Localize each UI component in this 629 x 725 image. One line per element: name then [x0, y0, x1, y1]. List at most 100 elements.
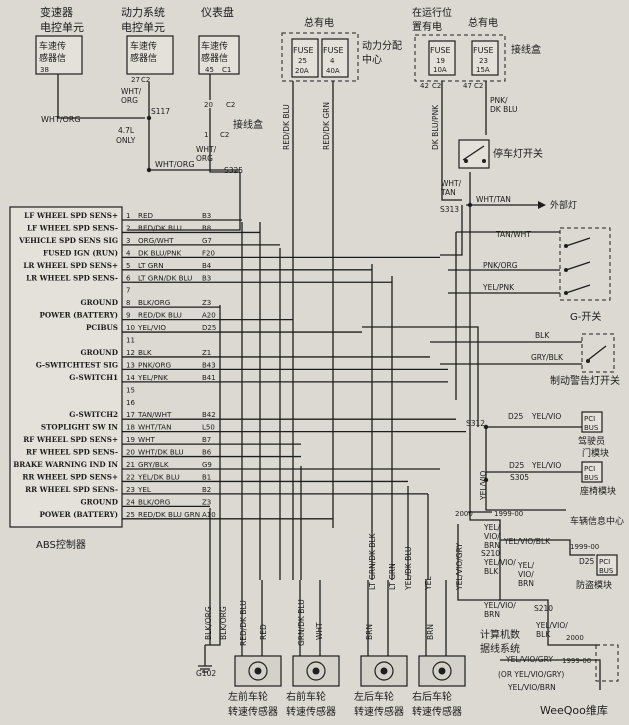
abs-pin-number: 18: [126, 424, 135, 432]
abs-controller-title: ABS控制器: [36, 538, 86, 551]
svg-text:仪表盘: 仪表盘: [201, 5, 234, 19]
abs-pin-function: GROUND: [81, 298, 118, 307]
svg-text:制动警告灯开关: 制动警告灯开关: [550, 374, 620, 387]
svg-text:WHT/: WHT/: [196, 145, 217, 154]
svg-text:停车灯开关: 停车灯开关: [493, 147, 543, 160]
svg-text:YEL/PNK: YEL/PNK: [482, 283, 515, 292]
svg-text:BUS: BUS: [599, 567, 614, 575]
svg-text:ONLY: ONLY: [116, 136, 136, 145]
abs-pin-number: 16: [126, 399, 135, 407]
abs-pin-circuit: B3: [202, 212, 211, 220]
abs-pin-wire-color: ORG/WHT: [138, 236, 174, 245]
abs-pin-function: G-SWITCH2: [69, 410, 118, 419]
abs-pin-circuit: Z1: [202, 349, 211, 357]
svg-text:YEL/VIO/BLK: YEL/VIO/BLK: [503, 537, 551, 546]
svg-text:FUSE: FUSE: [323, 46, 344, 55]
abs-pin-circuit: B2: [202, 486, 211, 494]
svg-text:WHT/: WHT/: [441, 179, 462, 188]
abs-pin-circuit: A10: [202, 511, 216, 519]
svg-text:25: 25: [298, 57, 307, 65]
abs-pin-wire-color: YEL: [137, 485, 151, 494]
svg-text:车速传: 车速传: [39, 40, 66, 52]
abs-pin-wire-color: YEL/PNK: [137, 373, 168, 382]
abs-controller-box: [9, 206, 123, 528]
svg-text:D25: D25: [579, 557, 595, 566]
svg-text:RED/DK BLU: RED/DK BLU: [239, 600, 248, 646]
svg-text:驾驶员: 驾驶员: [578, 435, 605, 447]
abs-pin-function: LF WHEEL SPD SENS-: [27, 223, 118, 232]
brake-warning-switch: BLK GRY/BLK 制动警告灯开关: [430, 331, 620, 387]
abs-pin-wire-color: DK BLU/PNK: [138, 248, 182, 257]
svg-text:座椅模块: 座椅模块: [580, 485, 616, 497]
svg-text:C1: C1: [222, 66, 231, 74]
svg-text:1999-00: 1999-00: [562, 657, 591, 665]
svg-text:总有电: 总有电: [304, 16, 334, 29]
abs-pin-number: 7: [126, 287, 130, 295]
svg-text:45: 45: [205, 66, 214, 74]
sensor-name: 左前车轮: [228, 690, 268, 703]
abs-pin-number: 3: [126, 237, 130, 245]
svg-text:BLK: BLK: [535, 331, 550, 340]
abs-pin-rows: LF WHEEL SPD SENS+ 1 RED B3 LF WHEEL SPD SEN…: [13, 211, 466, 520]
abs-pin-number: 25: [126, 511, 135, 519]
abs-pin-wire-color: GRY/BLK: [138, 460, 169, 469]
svg-text:BRN: BRN: [518, 579, 534, 588]
svg-text:15A: 15A: [476, 66, 490, 74]
abs-pin-function: LF WHEEL SPD SENS+: [24, 211, 118, 220]
abs-pin-wire-color: LT GRN/DK BLU: [138, 273, 192, 282]
abs-pin-function: LR WHEEL SPD SENS-: [26, 273, 118, 282]
svg-text:YEL/VIO: YEL/VIO: [531, 461, 561, 470]
svg-text:FUSE: FUSE: [293, 46, 314, 55]
abs-pin-number: 14: [126, 374, 135, 382]
svg-text:LT GRN: LT GRN: [388, 563, 397, 590]
svg-text:动力系统: 动力系统: [121, 6, 165, 19]
svg-text:防盗模块: 防盗模块: [576, 579, 612, 591]
abs-pin-wire-color: RED/DK BLU GRN: [138, 510, 200, 519]
svg-text:20A: 20A: [295, 67, 309, 75]
svg-text:1: 1: [204, 131, 208, 139]
svg-text:LT GRN/DK BLK: LT GRN/DK BLK: [368, 532, 377, 590]
g-switch: TAN/WHT PNK/ORG YEL/PNK G-开关: [448, 227, 611, 400]
svg-text:GRY/BLK: GRY/BLK: [531, 353, 564, 362]
svg-text:车速传: 车速传: [201, 40, 228, 52]
abs-pin-circuit: B3: [202, 274, 211, 282]
abs-pin-circuit: B1: [202, 473, 211, 481]
svg-text:S312: S312: [466, 419, 485, 428]
abs-pin-function: POWER (BATTERY): [39, 510, 118, 519]
abs-pin-function: PCIBUS: [86, 323, 118, 332]
transmission-module: 变速器 电控单元 车速传 感器信 38: [35, 5, 84, 75]
svg-text:DK BLU: DK BLU: [490, 105, 518, 114]
svg-text:BLK: BLK: [484, 567, 499, 576]
svg-text:1999-00: 1999-00: [570, 543, 599, 551]
svg-text:G-开关: G-开关: [570, 310, 601, 323]
svg-text:WHT/TAN: WHT/TAN: [476, 195, 511, 204]
svg-text:变速器: 变速器: [40, 5, 73, 19]
svg-text:2000: 2000: [455, 510, 473, 518]
svg-text:FUSE: FUSE: [430, 46, 451, 55]
sensor-name: 左后车轮: [354, 690, 394, 703]
svg-text:S305: S305: [510, 473, 529, 482]
sensor-coil-icon: [432, 661, 452, 681]
svg-text:PCI: PCI: [599, 558, 610, 566]
abs-pin-wire-color: WHT: [138, 435, 156, 444]
svg-text:BUS: BUS: [584, 424, 599, 432]
abs-pin-circuit: B8: [202, 224, 211, 232]
svg-text:YEL/VIO/BRN: YEL/VIO/BRN: [507, 683, 556, 692]
svg-text:YEL/VIO/GRY: YEL/VIO/GRY: [455, 543, 464, 591]
abs-pin-number: 13: [126, 361, 135, 369]
svg-text:PNK/: PNK/: [490, 96, 508, 105]
abs-pin-circuit: F20: [202, 249, 215, 257]
abs-pin-wire-color: WHT/TAN: [138, 423, 171, 432]
svg-text:C2: C2: [432, 82, 441, 90]
sensor-type: 转速传感器: [228, 705, 278, 718]
svg-text:C2: C2: [226, 101, 235, 109]
abs-pin-function: RF WHEEL SPD SENS+: [23, 435, 118, 444]
svg-text:感器信: 感器信: [130, 52, 157, 64]
sensor-coil-icon: [306, 661, 326, 681]
sensor-wires: [299, 580, 321, 656]
abs-pin-circuit: A20: [202, 312, 216, 320]
abs-pin-wire-color: BLK/ORG: [138, 497, 170, 506]
svg-text:2000: 2000: [566, 634, 584, 642]
abs-pin-number: 1: [126, 212, 130, 220]
abs-pin-wire-color: RED: [138, 211, 154, 220]
